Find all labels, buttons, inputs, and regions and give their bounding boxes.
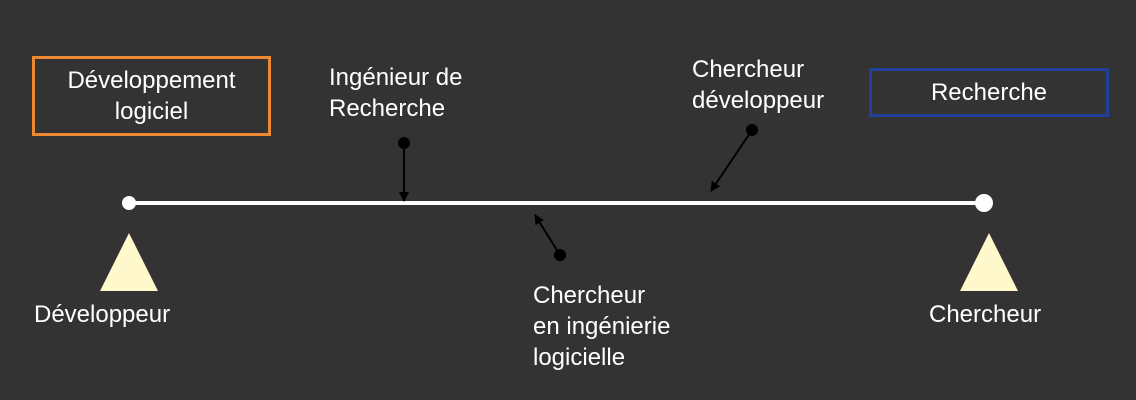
developer-triangle-icon (100, 233, 158, 291)
researcher-developer-label: Chercheur développeur (692, 54, 824, 116)
researcher-triangle-icon (960, 233, 1018, 291)
software-engineering-researcher-label: Chercheur en ingénierie logicielle (533, 280, 670, 373)
researcher-software-pointer-arrow (534, 214, 561, 256)
research-engineer-label-line-2: Recherche (329, 95, 446, 122)
research-box-label: Recherche (930, 79, 1048, 106)
researcher-label: Chercheur (929, 299, 1041, 330)
software-engineering-researcher-label-line-3: logicielle (533, 344, 626, 371)
researcher-developer-label-line-1: Chercheur (692, 56, 805, 83)
developer-label-text: Développeur (34, 301, 171, 328)
research-engineer-label: Ingénieur de Recherche (329, 62, 462, 124)
research-box: Recherche (869, 68, 1109, 117)
developer-label: Développeur (34, 299, 170, 330)
research-engineer-label-line-1: Ingénieur de (329, 64, 463, 91)
software-development-box-line-2: logiciel (114, 98, 189, 125)
software-engineering-researcher-label-line-1: Chercheur (533, 282, 646, 309)
researcher-label-text: Chercheur (929, 301, 1042, 328)
software-engineering-researcher-label-line-2: en ingénierie (533, 313, 671, 340)
scale-start-dot (122, 196, 136, 210)
software-development-box-line-1: Développement (67, 67, 236, 94)
researcher-developer-pointer-arrow (710, 129, 753, 192)
researcher-developer-label-line-2: développeur (692, 87, 825, 114)
scale-end-dot (975, 194, 993, 212)
software-development-box: Développement logiciel (32, 56, 271, 136)
